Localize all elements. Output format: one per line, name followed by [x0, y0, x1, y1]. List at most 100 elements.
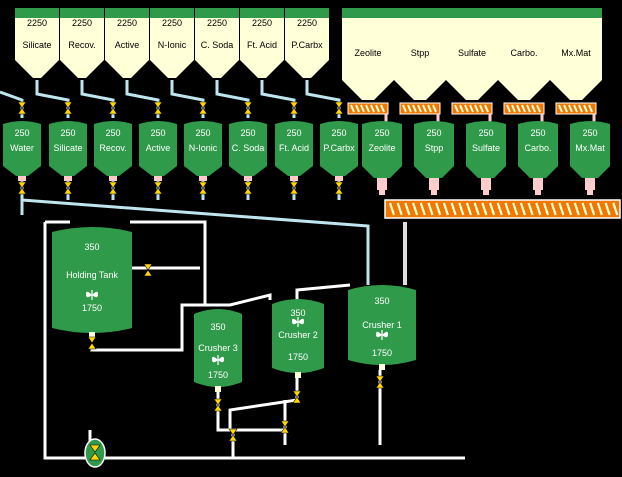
inlet-valve-icon[interactable]	[289, 101, 299, 115]
crusher-3-outlet-valve-icon[interactable]	[213, 398, 223, 412]
crusher-3-capacity: 1750	[207, 370, 229, 380]
dosing-tank[interactable]	[49, 121, 87, 181]
dosing-tank[interactable]	[229, 121, 267, 181]
inlet-valve-icon[interactable]	[198, 101, 208, 115]
raw-silo[interactable]	[105, 8, 149, 78]
inlet-valve-icon[interactable]	[243, 101, 253, 115]
crusher-2-level: 350	[290, 308, 306, 318]
powder-hopper[interactable]	[466, 121, 506, 190]
holding-tank-agitator-icon	[86, 290, 98, 300]
outlet-valve-icon[interactable]	[17, 181, 27, 195]
crusher-3-agitator-icon	[212, 355, 224, 365]
powder-hopper[interactable]	[570, 121, 610, 190]
feed-pipe	[125, 80, 160, 118]
screw-feeder[interactable]	[347, 102, 389, 122]
raw-silo[interactable]	[60, 8, 104, 78]
raw-silo[interactable]	[240, 8, 284, 78]
dosing-tank[interactable]	[320, 121, 358, 181]
powder-silo-name: Mx.Mat	[561, 48, 591, 58]
transfer-valve-icon[interactable]	[143, 263, 153, 277]
pipe	[90, 303, 205, 352]
silo-name: N-Ionic	[157, 40, 187, 50]
crusher-2-capacity: 1750	[287, 352, 309, 362]
powder-silo-name: Stpp	[410, 48, 430, 58]
dosing-tank[interactable]	[139, 121, 177, 181]
tank-level: 250	[105, 128, 121, 138]
inlet-valve-icon[interactable]	[63, 101, 73, 115]
tank-level: 250	[195, 128, 211, 138]
tank-name: Water	[10, 143, 34, 153]
main-header-pipe	[21, 198, 370, 285]
inlet-valve-icon[interactable]	[17, 101, 27, 115]
outlet-valve-icon[interactable]	[243, 181, 253, 195]
crusher-2-outlet-valve-icon[interactable]	[292, 390, 302, 404]
powder-hopper[interactable]	[362, 121, 402, 190]
inlet-valve-icon[interactable]	[334, 101, 344, 115]
screw-feeder[interactable]	[399, 102, 441, 122]
crusher-2[interactable]	[272, 299, 324, 378]
crusher-2-agitator-icon	[292, 317, 304, 327]
crusher-1-capacity: 1750	[371, 348, 393, 358]
silo-capacity: 2250	[296, 18, 318, 28]
pipe	[228, 375, 299, 430]
dosing-tank[interactable]	[3, 121, 41, 181]
powder-silo[interactable]	[498, 8, 550, 100]
outlet-valve-icon[interactable]	[63, 181, 73, 195]
holding-tank-capacity: 1750	[81, 303, 103, 313]
powder-hopper[interactable]	[414, 121, 454, 190]
tank-level: 250	[60, 128, 76, 138]
hopper-name: Mx.Mat	[575, 143, 605, 153]
feed-pipe	[35, 80, 70, 118]
discharge-valve-icon[interactable]	[280, 420, 290, 434]
holding-tank-level: 350	[84, 242, 100, 252]
tank-name: P.Carbx	[323, 143, 355, 153]
powder-silo-name: Carbo.	[510, 48, 538, 58]
tank-name: C. Soda	[231, 143, 265, 153]
raw-silo[interactable]	[195, 8, 239, 78]
pipe	[295, 283, 351, 300]
powder-silo[interactable]	[550, 8, 602, 100]
outlet-valve-icon[interactable]	[198, 181, 208, 195]
crusher-3[interactable]	[194, 309, 242, 392]
silo-capacity: 2250	[116, 18, 138, 28]
tank-level: 250	[331, 128, 347, 138]
inlet-valve-icon[interactable]	[108, 101, 118, 115]
outlet-valve-icon[interactable]	[289, 181, 299, 195]
equipment	[3, 8, 621, 392]
powder-silo[interactable]	[342, 8, 394, 100]
powder-hopper[interactable]	[518, 121, 558, 190]
feed-pipe	[215, 80, 250, 118]
screw-feeder[interactable]	[555, 102, 597, 122]
raw-silo[interactable]	[15, 8, 59, 78]
outlet-valve-icon[interactable]	[334, 181, 344, 195]
outlet-valve-icon[interactable]	[153, 181, 163, 195]
feed-pipe	[170, 80, 205, 118]
dosing-tank[interactable]	[275, 121, 313, 181]
dosing-tank[interactable]	[184, 121, 222, 181]
hopper-level: 250	[530, 128, 546, 138]
crusher-1-outlet-valve-icon[interactable]	[375, 375, 385, 389]
holding-tank-outlet-valve-icon[interactable]	[87, 336, 97, 350]
tank-level: 250	[240, 128, 256, 138]
silo-name: Silicate	[22, 40, 52, 50]
outlet-valve-icon[interactable]	[108, 181, 118, 195]
pump-icon[interactable]	[84, 438, 106, 468]
crusher-2-name: Crusher 2	[278, 330, 318, 340]
screw-feeder[interactable]	[451, 102, 493, 122]
crusher-1[interactable]	[348, 285, 416, 370]
powder-silo[interactable]	[394, 8, 446, 100]
hopper-name: Stpp	[424, 143, 444, 153]
main-conveyor[interactable]	[384, 199, 621, 219]
discharge-valve-icon[interactable]	[228, 428, 238, 442]
raw-silo[interactable]	[285, 8, 329, 78]
screw-feeder[interactable]	[503, 102, 545, 122]
hopper-level: 250	[426, 128, 442, 138]
holding-tank[interactable]	[52, 227, 132, 338]
hopper-name: Carbo.	[524, 143, 552, 153]
inlet-valve-icon[interactable]	[153, 101, 163, 115]
powder-silo[interactable]	[446, 8, 498, 100]
tank-level: 250	[286, 128, 302, 138]
raw-silo[interactable]	[150, 8, 194, 78]
dosing-tank[interactable]	[94, 121, 132, 181]
